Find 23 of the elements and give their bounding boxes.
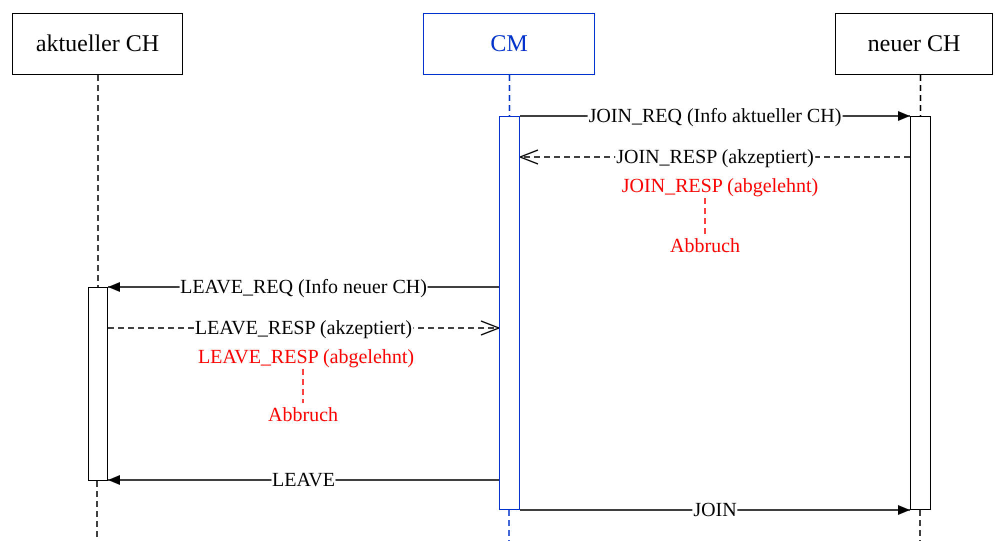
dashed-connector [704,198,706,234]
participant-box [12,13,183,75]
abort-text: Abbruch [261,403,345,427]
message-label: LEAVE_REQ (Info neuer CH) [179,276,428,298]
lifeline [508,75,510,116]
message-label: LEAVE_RESP (akzeptiert) [194,317,414,339]
participant-name: neuer CH [868,30,960,58]
activation-bar [910,116,931,510]
abort-text: Abbruch [663,234,747,258]
lifeline [97,75,99,287]
participant-name: aktueller CH [36,30,160,58]
message-label: JOIN_REQ (Info aktueller CH) [588,105,842,127]
rejection-text: LEAVE_RESP (abgelehnt) [170,345,442,369]
lifeline [920,75,922,116]
participant-name: CM [490,30,528,58]
participant-box [835,13,993,75]
message-arrow [520,505,910,515]
message-label: JOIN_RESP (akzeptiert) [615,146,815,168]
activation-bar [499,116,520,510]
rejection-text: JOIN_RESP (abgelehnt) [598,174,842,198]
participant-box [423,13,595,75]
activation-bar [88,287,108,481]
dashed-connector [302,369,304,403]
